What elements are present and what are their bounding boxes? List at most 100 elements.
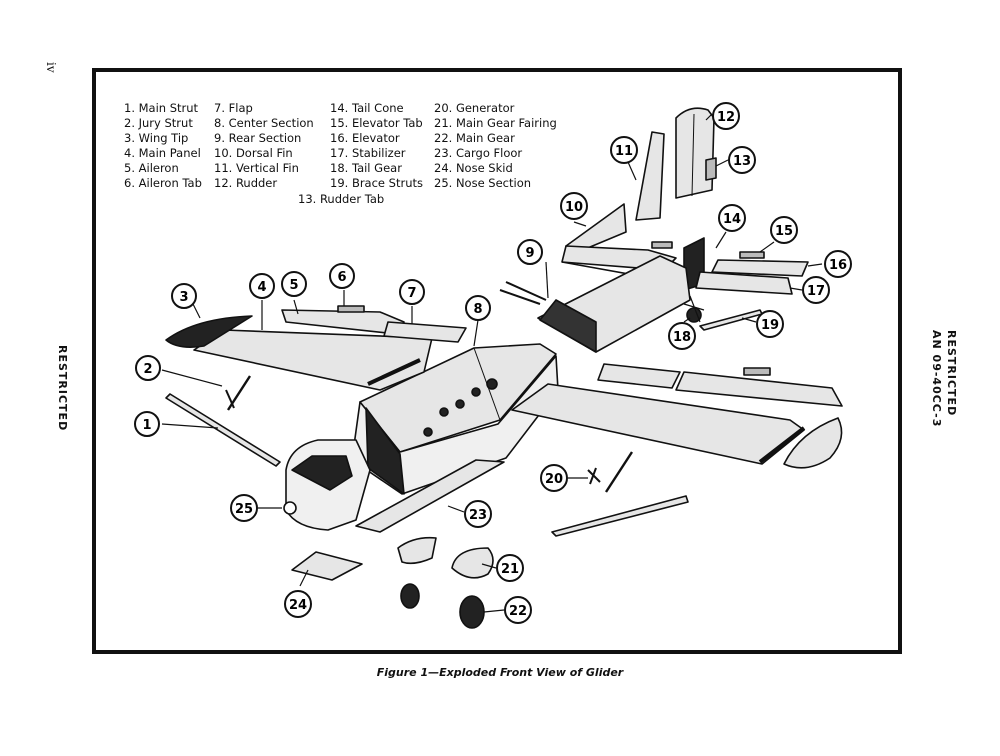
svg-text:9: 9 bbox=[525, 246, 534, 261]
callout-10: 10 bbox=[560, 192, 588, 220]
svg-text:12: 12 bbox=[717, 110, 735, 125]
generator-part bbox=[587, 467, 601, 485]
cargo-floor-part bbox=[355, 459, 505, 533]
legend-item: 9. Rear Section bbox=[214, 131, 302, 145]
svg-text:15: 15 bbox=[775, 224, 793, 239]
right-wing-tip-part bbox=[783, 417, 843, 469]
legend-column-4: 20. Generator 21. Main Gear Fairing 22. … bbox=[434, 101, 557, 191]
leader-lines bbox=[161, 113, 823, 613]
callout-5: 5 bbox=[281, 271, 307, 297]
legend-item: 6. Aileron Tab bbox=[124, 176, 202, 190]
nose-skid-part bbox=[291, 551, 363, 581]
main-gear-fairing-part bbox=[451, 547, 494, 579]
nose-gear-fairing-part bbox=[397, 536, 437, 565]
svg-text:2: 2 bbox=[143, 362, 152, 377]
legend-item: 18. Tail Gear bbox=[330, 161, 402, 175]
legend-item: 8. Center Section bbox=[214, 116, 314, 130]
svg-text:22: 22 bbox=[509, 604, 527, 619]
svg-text:11: 11 bbox=[615, 144, 633, 159]
callout-15: 15 bbox=[770, 216, 798, 244]
callout-21: 21 bbox=[496, 554, 524, 582]
svg-text:5: 5 bbox=[289, 278, 298, 293]
legend-item: 10. Dorsal Fin bbox=[214, 146, 293, 160]
figure-caption: Figure 1—Exploded Front View of Glider bbox=[376, 666, 624, 679]
side-label-restricted-right: RESTRICTED bbox=[945, 330, 958, 417]
svg-text:6: 6 bbox=[337, 270, 346, 285]
svg-text:3: 3 bbox=[179, 290, 188, 305]
legend-item: 22. Main Gear bbox=[434, 131, 515, 145]
legend-column-3: 14. Tail Cone 15. Elevator Tab 16. Eleva… bbox=[330, 101, 423, 191]
rudder-part bbox=[675, 107, 715, 199]
svg-text:13: 13 bbox=[733, 154, 751, 169]
legend-item: 15. Elevator Tab bbox=[330, 116, 423, 130]
callout-1: 1 bbox=[134, 411, 160, 437]
svg-text:10: 10 bbox=[565, 200, 583, 215]
legend-item: 16. Elevator bbox=[330, 131, 400, 145]
callout-9: 9 bbox=[517, 239, 543, 265]
svg-text:19: 19 bbox=[761, 318, 779, 333]
side-label-document-id: RESTRICTED AN 09-40CC-3 bbox=[929, 330, 959, 427]
flap-part bbox=[383, 321, 467, 343]
left-main-panel-part bbox=[193, 329, 433, 391]
vertical-fin-part bbox=[635, 131, 665, 221]
callout-16: 16 bbox=[824, 250, 852, 278]
legend-item: 20. Generator bbox=[434, 101, 515, 115]
svg-text:24: 24 bbox=[289, 598, 307, 613]
callout-4: 4 bbox=[249, 273, 275, 299]
svg-text:18: 18 bbox=[673, 330, 691, 345]
left-wing-tip-part bbox=[165, 315, 253, 348]
svg-text:17: 17 bbox=[807, 284, 825, 299]
callout-7: 7 bbox=[399, 279, 425, 305]
legend-item: 17. Stabilizer bbox=[330, 146, 406, 160]
svg-text:8: 8 bbox=[473, 302, 482, 317]
legend-item: 21. Main Gear Fairing bbox=[434, 116, 557, 130]
legend-item: 24. Nose Skid bbox=[434, 161, 513, 175]
callout-17: 17 bbox=[802, 276, 830, 304]
callouts: 1 2 3 4 5 6 7 8 9 10 11 12 13 14 15 16 1… bbox=[134, 102, 852, 624]
callout-6: 6 bbox=[329, 263, 355, 289]
svg-text:20: 20 bbox=[545, 472, 563, 487]
callout-18: 18 bbox=[668, 322, 696, 350]
right-wing-part bbox=[511, 383, 805, 465]
rudder-tab-part bbox=[705, 157, 717, 181]
legend-item: 14. Tail Cone bbox=[330, 101, 404, 115]
svg-text:25: 25 bbox=[235, 502, 253, 517]
svg-text:7: 7 bbox=[407, 286, 416, 301]
main-strut-part bbox=[165, 393, 281, 467]
svg-text:23: 23 bbox=[469, 508, 487, 523]
legend-item: 3. Wing Tip bbox=[124, 131, 189, 145]
legend-item: 2. Jury Strut bbox=[124, 116, 193, 130]
callout-19: 19 bbox=[756, 310, 784, 338]
legend-item: 4. Main Panel bbox=[124, 146, 201, 160]
right-aileron-part bbox=[597, 363, 681, 389]
callout-20: 20 bbox=[540, 464, 568, 492]
legend-item: 5. Aileron bbox=[124, 161, 179, 175]
callout-14: 14 bbox=[718, 204, 746, 232]
right-flap-part bbox=[675, 371, 843, 407]
legend-column-2: 7. Flap 8. Center Section 9. Rear Sectio… bbox=[214, 101, 314, 191]
stabilizer-part bbox=[695, 271, 793, 295]
callout-2: 2 bbox=[135, 355, 161, 381]
svg-text:4: 4 bbox=[257, 280, 266, 295]
callout-12: 12 bbox=[712, 102, 740, 130]
svg-text:16: 16 bbox=[829, 258, 847, 273]
side-label-doc-number: AN 09-40CC-3 bbox=[930, 330, 943, 428]
callout-8: 8 bbox=[465, 295, 491, 321]
callout-25: 25 bbox=[230, 494, 258, 522]
brace-struts-part bbox=[699, 309, 763, 331]
figure-frame bbox=[92, 68, 902, 654]
legend-item: 23. Cargo Floor bbox=[434, 146, 523, 160]
svg-text:14: 14 bbox=[723, 212, 741, 227]
callout-22: 22 bbox=[504, 596, 532, 624]
legend-item: 7. Flap bbox=[214, 101, 253, 115]
svg-text:1: 1 bbox=[142, 418, 151, 433]
callout-13: 13 bbox=[728, 146, 756, 174]
callout-24: 24 bbox=[284, 590, 312, 618]
legend-item: 12. Rudder bbox=[214, 176, 278, 190]
jury-strut-part bbox=[226, 375, 252, 411]
legend-column-1: 1. Main Strut 2. Jury Strut 3. Wing Tip … bbox=[124, 101, 202, 191]
svg-text:21: 21 bbox=[501, 562, 519, 577]
main-gear-part bbox=[459, 595, 485, 629]
callout-23: 23 bbox=[464, 500, 492, 528]
